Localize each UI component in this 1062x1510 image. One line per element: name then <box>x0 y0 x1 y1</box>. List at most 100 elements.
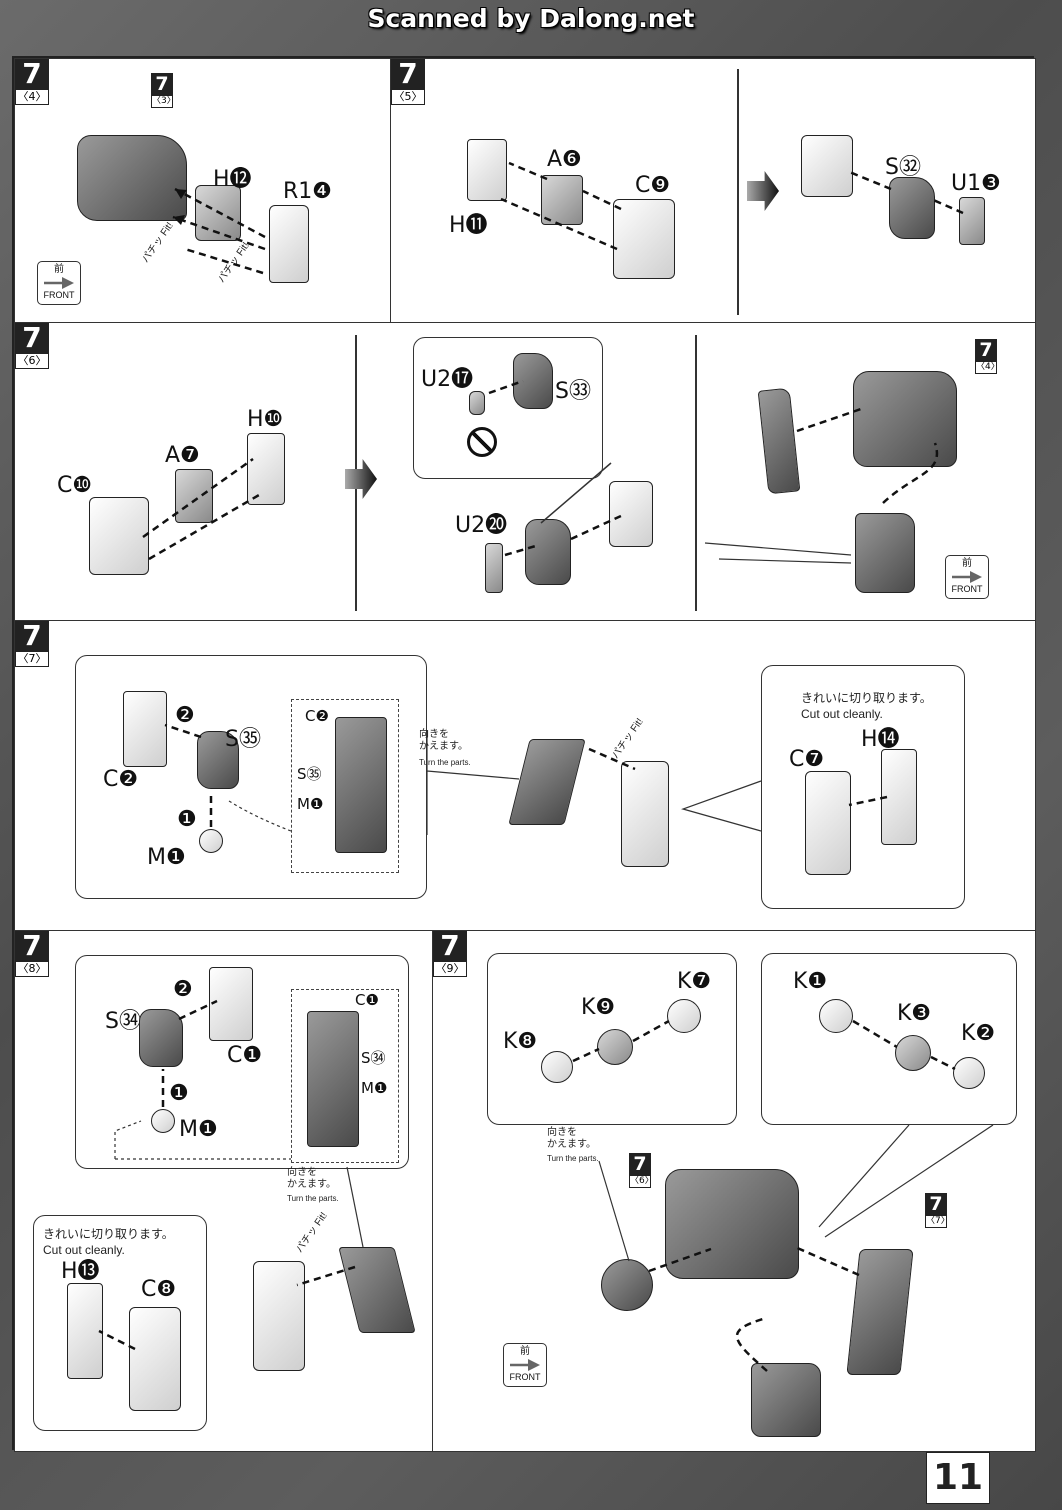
part-k3 <box>895 1035 931 1071</box>
label-s32: S㉜ <box>885 155 921 180</box>
label-c1: C❶ <box>227 1043 263 1068</box>
step-7-9-panel: 7〈9〉 K❼ K❾ K❽ K❶ K❸ K❷ 向きをかえます。 Turn the… <box>432 930 1036 1452</box>
label-c9: C❾ <box>635 173 671 198</box>
front-arrow-icon <box>510 1359 540 1371</box>
turn-note-en: Turn the parts. <box>419 758 471 767</box>
next-step-arrow-icon <box>747 171 779 211</box>
fit-note: パチッ Fit! <box>140 220 176 265</box>
label-k7: K❼ <box>677 969 712 994</box>
fit-note: パチッ Fit! <box>294 1210 330 1255</box>
label-c2: C❷ <box>305 707 329 725</box>
turn-note-jp: 向きをかえます。 <box>287 1167 336 1190</box>
label-c7: C❼ <box>789 747 825 772</box>
cut-note-jp: きれいに切り取ります。 <box>801 691 932 705</box>
leg-armor-part <box>751 1363 821 1437</box>
leg-armor-part <box>846 1249 914 1375</box>
step-number-2: ❷ <box>175 703 195 728</box>
label-h13: H⓭ <box>61 1259 100 1284</box>
step-badge: 7〈6〉 <box>15 323 49 369</box>
step-badge: 7〈9〉 <box>433 931 467 977</box>
step-number-1: ❶ <box>169 1081 189 1106</box>
waist-assembly-part <box>77 135 187 221</box>
part-c9 <box>613 199 675 279</box>
step-badge: 7〈7〉 <box>15 621 49 667</box>
part-s34 <box>139 1009 183 1067</box>
part-k1 <box>819 999 853 1033</box>
part-h11 <box>467 139 507 201</box>
label-m1: M❶ <box>297 795 324 813</box>
part-a6 <box>541 175 583 225</box>
part-k9 <box>597 1029 633 1065</box>
step-7-8-panel: 7〈8〉 ❷ S㉞ C❶ ❶ M❶ C❶ S㉞ M❶ 向きをかえます。 Turn… <box>14 930 434 1452</box>
label-m1: M❶ <box>147 845 186 870</box>
label-h11: H⓫ <box>449 213 488 238</box>
part-s32 <box>889 177 935 239</box>
step-number-1: ❶ <box>177 807 197 832</box>
step-badge: 7〈4〉 <box>15 59 49 105</box>
detail-callout <box>413 337 603 479</box>
completed-view-box <box>291 989 399 1163</box>
part-u2-17 <box>469 391 485 415</box>
label-s35: S㉟ <box>297 765 322 783</box>
leg-front-armor <box>508 739 586 825</box>
leg-frame-part <box>621 761 669 867</box>
assembled-c1 <box>307 1011 359 1147</box>
label-u2-20: U2⓴ <box>455 513 508 538</box>
s33-assembly-part <box>525 519 571 585</box>
part-h14 <box>881 749 917 845</box>
turn-note-jp: 向きをかえます。 <box>547 1127 596 1150</box>
leg-armor-part <box>757 387 801 495</box>
label-c1: C❶ <box>355 991 379 1009</box>
fit-note: パチッ Fit! <box>610 716 646 761</box>
part-u2-20 <box>485 543 503 593</box>
part-c7 <box>805 771 851 875</box>
waist-assembly-part <box>665 1169 799 1279</box>
label-h14: H⓮ <box>861 727 900 752</box>
c10-assembly-part <box>609 481 653 547</box>
cut-note-en: Cut out cleanly. <box>43 1243 125 1257</box>
label-k8: K❽ <box>503 1029 538 1054</box>
label-k9: K❾ <box>581 995 616 1020</box>
part-s35 <box>197 731 239 789</box>
label-r1-4: R1❹ <box>283 179 333 204</box>
step-badge: 7〈5〉 <box>391 59 425 105</box>
label-h12: H⓬ <box>213 167 252 192</box>
part-h12 <box>195 185 241 241</box>
step-reference: 7〈3〉 <box>151 73 176 108</box>
step-7-5-panel: 7〈5〉 A❻ C❾ H⓫ S㉜ U1❸ <box>390 58 1036 324</box>
part-h13 <box>67 1283 103 1379</box>
label-c2: C❷ <box>103 767 139 792</box>
step-badge: 7〈8〉 <box>15 931 49 977</box>
part-m1 <box>199 829 223 853</box>
step-7-7-panel: 7〈7〉 ❷ S㉟ C❷ ❶ M❶ C❷ S㉟ M❶ 向きをかえます。 Turn… <box>14 620 1036 932</box>
watermark: Scanned by Dalong.net <box>367 4 695 33</box>
label-s34: S㉞ <box>105 1009 141 1034</box>
part-c8 <box>129 1307 181 1411</box>
next-step-arrow-icon <box>345 459 377 499</box>
fit-note: パチッ Fit! <box>216 240 252 285</box>
label-k3: K❸ <box>897 1001 932 1026</box>
leg-frame-part <box>253 1261 305 1371</box>
part-s33 <box>513 353 553 409</box>
label-c8: C❽ <box>141 1277 177 1302</box>
label-u1-3: U1❸ <box>951 171 1001 196</box>
part-h10 <box>247 433 285 505</box>
part-c2 <box>123 691 167 767</box>
cut-note-en: Cut out cleanly. <box>801 707 883 721</box>
front-arrow-icon <box>44 277 74 289</box>
turn-note-en: Turn the parts. <box>547 1154 599 1163</box>
label-a6: A❻ <box>547 147 582 172</box>
c9-assembly-part <box>801 135 853 197</box>
label-c10: C❿ <box>57 473 93 498</box>
label-m1: M❶ <box>361 1079 388 1097</box>
waist-assembly-part <box>853 371 957 467</box>
label-s34: S㉞ <box>361 1049 386 1067</box>
part-c10 <box>89 497 149 575</box>
hip-joint-ball <box>601 1259 653 1311</box>
step-reference: 7〈4〉 <box>975 339 1000 374</box>
label-k2: K❷ <box>961 1021 996 1046</box>
